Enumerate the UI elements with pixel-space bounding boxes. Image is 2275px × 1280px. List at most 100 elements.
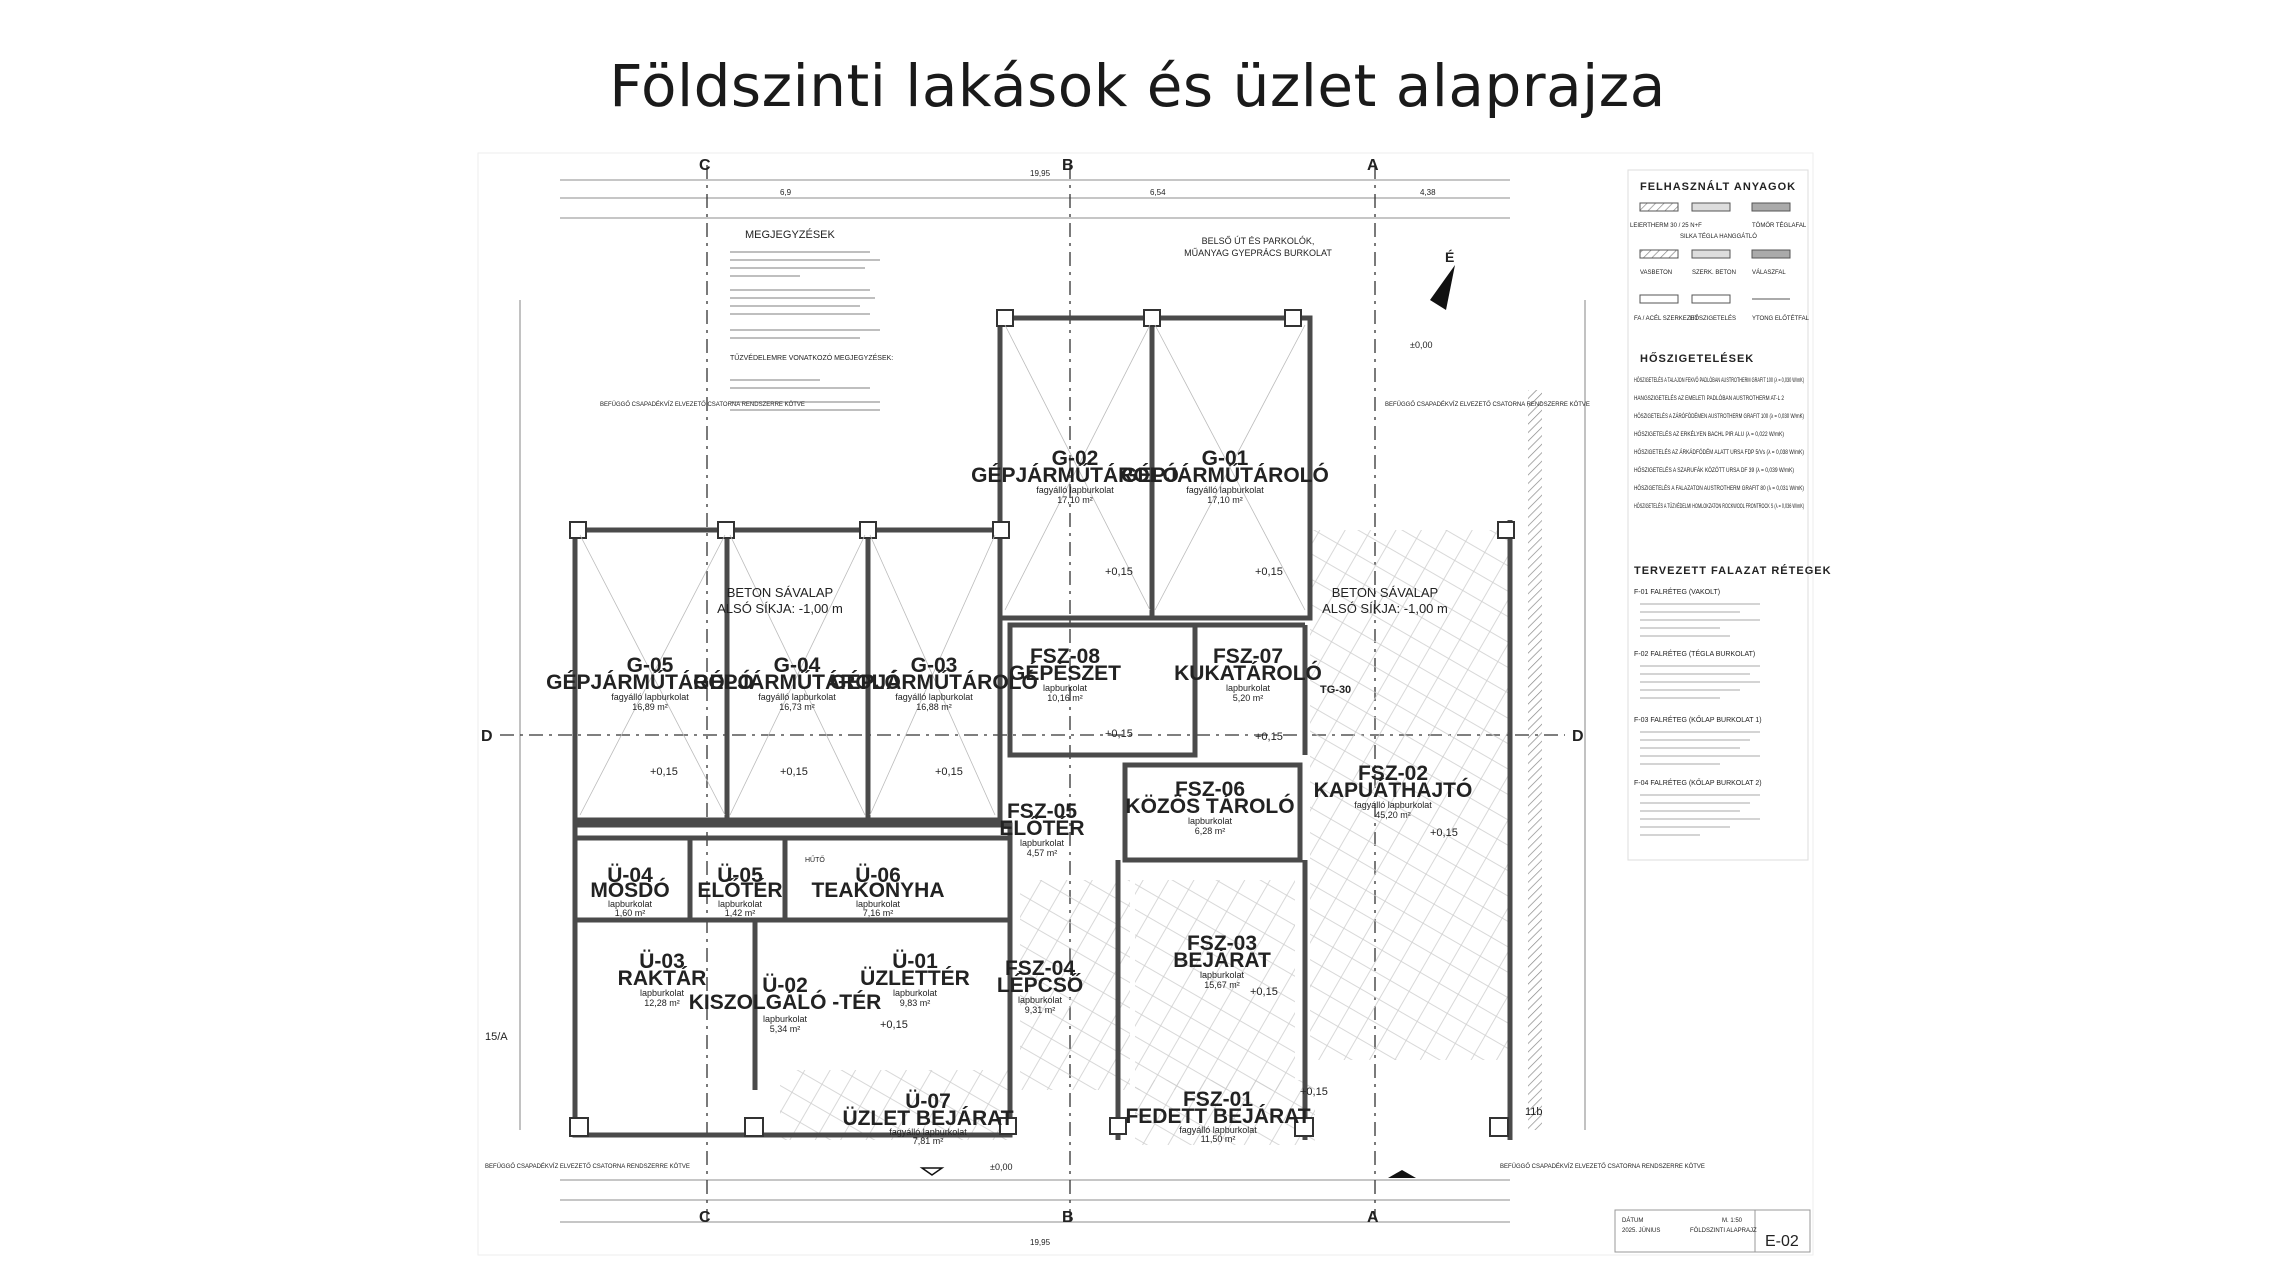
insulation-heading: HŐSZIGETELÉSEK [1640, 352, 1754, 365]
dim-bottom-total: 19,95 [1030, 1238, 1051, 1247]
room-code: Ü-02 [762, 974, 808, 997]
level-marker: +0,15 [1250, 986, 1278, 998]
level-marker: +0,15 [1105, 566, 1133, 578]
walls-heading: TERVEZETT FALAZAT RÉTEGEK [1634, 564, 1832, 577]
room-floor: lapburkolat [1226, 683, 1271, 693]
level-marker: +0,15 [1255, 566, 1283, 578]
notes-block: MEGJEGYZÉSEK TŰZVÉDELEMRE VONATKOZÓ MEGJ… [485, 228, 1705, 1172]
room-name: BEJÁRAT [1173, 949, 1271, 972]
room-area: 5,20 m² [1233, 693, 1264, 703]
insulation-item: HANGSZIGETELÉS AZ EMELETI PADLÓBAN AUSTR… [1634, 395, 1785, 402]
level-marker: +0,15 [1105, 728, 1133, 740]
foundation-labels: BETON SÁVALAP ALSÓ SÍKJA: -1,00 m BETON … [717, 585, 1448, 616]
room-floor: lapburkolat [856, 899, 901, 909]
room-floor: lapburkolat [640, 988, 685, 998]
wall-layer-item: F-02 FALRÉTEG (TÉGLA BURKOLAT) [1634, 649, 1755, 658]
entrance-markers [919, 1167, 1416, 1178]
room-floor: fagyálló lapburkolat [758, 692, 836, 702]
hutto-label: HŰTŐ [805, 855, 825, 864]
room-code: G-02 [1052, 447, 1099, 470]
room-floor: lapburkolat [893, 988, 938, 998]
room-code: FSZ-07 [1213, 645, 1283, 668]
wall-layer-item: F-04 FALRÉTEG (KŐLAP BURKOLAT 2) [1634, 778, 1762, 787]
gutter-note-left: BEFÜGGŐ CSAPADÉKVÍZ ELVEZETŐ CSATORNA RE… [600, 401, 805, 408]
room-floor: lapburkolat [718, 899, 763, 909]
room-name: ELŐTÉR [697, 879, 782, 902]
axis-labels: C B A C B A D D 15/A 11b [481, 157, 1584, 1226]
axis-label-d-left: D [481, 728, 493, 745]
room-floor: lapburkolat [608, 899, 653, 909]
room-area: 16,89 m² [632, 702, 668, 712]
material-label: SZERK. BETON [1692, 270, 1736, 276]
axis-label-b-bottom: B [1062, 1209, 1074, 1226]
tg-label: TG-30 [1320, 684, 1351, 696]
room-code: G-05 [627, 654, 674, 677]
insulation-item: HŐSZIGETELÉS AZ ERKÉLYEN BACHL PIR ALU (… [1634, 431, 1784, 438]
room-floor: fagyálló lapburkolat [1186, 485, 1264, 495]
insulation-item: HŐSZIGETELÉS A TŰZVÉDELMI HOMLOKZATON RO… [1634, 503, 1804, 510]
room-area: 4,57 m² [1027, 848, 1058, 858]
room-area: 17,10 m² [1207, 495, 1243, 505]
title-block-date-label: DÁTUM [1622, 1217, 1643, 1224]
walls [572, 315, 1513, 1140]
gutter-note-bottom-left: BEFÜGGŐ CSAPADÉKVÍZ ELVEZETŐ CSATORNA RE… [485, 1163, 690, 1170]
room-code: Ü-06 [855, 864, 901, 887]
room-area: 5,34 m² [770, 1024, 801, 1034]
room-floor: fagyálló lapburkolat [895, 692, 973, 702]
room-floor: fagyálló lapburkolat [1354, 800, 1432, 810]
notes-text-lines [730, 251, 880, 411]
material-label: LEIERTHERM 30 / 25 N+F [1630, 223, 1702, 229]
room-code: G-01 [1202, 447, 1249, 470]
axis-label-b-top: B [1062, 157, 1074, 174]
room-code: FSZ-05 [1007, 800, 1077, 823]
parking-note-1: BELSŐ ÚT ÉS PARKOLÓK, [1202, 236, 1315, 246]
dim-top-3: 4,38 [1420, 188, 1436, 197]
room-area: 10,16 m² [1047, 693, 1083, 703]
room-area: 16,88 m² [916, 702, 952, 712]
room-name: ÜZLET BEJÁRAT [842, 1107, 1013, 1130]
room-name: KAPUÁTHAJTÓ [1314, 778, 1473, 802]
title-block: DÁTUM 2025. JÚNIUS FÖLDSZINTI ALAPRAJZ M… [1614, 1209, 1811, 1253]
gutter-note-right: BEFÜGGŐ CSAPADÉKVÍZ ELVEZETŐ CSATORNA RE… [1385, 401, 1590, 408]
insulation-item: HŐSZIGETELÉS AZ ÁRKÁDFÖDÉM ALATT URSA FD… [1634, 449, 1804, 456]
side-label-left: 15/A [485, 1031, 508, 1043]
room-name: GÉPJÁRMŰTÁROLÓ [971, 463, 1179, 487]
drawing-frame [477, 152, 1814, 1256]
room-area: 6,28 m² [1195, 826, 1226, 836]
room-area: 1,60 m² [615, 908, 646, 918]
room-name: KISZOLGÁLÓ -TÉR [689, 990, 882, 1014]
material-label: HŐSZIGETELÉS [1690, 315, 1736, 322]
room-code: Ü-01 [892, 950, 938, 973]
foundation-left-1: BETON SÁVALAP [727, 585, 833, 600]
axis-label-d-right: D [1572, 728, 1584, 745]
room-area: 45,20 m² [1375, 810, 1411, 820]
room-name: GÉPJÁRMŰTÁROLÓ [830, 670, 1038, 694]
title-block-date: 2025. JÚNIUS [1622, 1227, 1660, 1234]
title-block-drawing: FÖLDSZINTI ALAPRAJZ [1690, 1227, 1757, 1234]
room-area: 9,83 m² [900, 998, 931, 1008]
insulation-item: HŐSZIGETELÉS A FALAZATON AUSTROTHERM GRA… [1634, 485, 1804, 492]
material-label: FA / ACÉL SZERKEZET [1634, 315, 1698, 322]
room-floor: lapburkolat [1043, 683, 1088, 693]
room-code: G-04 [774, 654, 821, 677]
notes-fire-heading: TŰZVÉDELEMRE VONATKOZÓ MEGJEGYZÉSEK: [730, 353, 893, 362]
material-label: VÁLASZFAL [1752, 269, 1786, 276]
level-marker: +0,15 [1255, 731, 1283, 743]
svg-text:É: É [1445, 249, 1454, 265]
room-code: Ü-03 [639, 950, 685, 973]
garage-crosses [579, 324, 1306, 816]
materials-heading: FELHASZNÁLT ANYAGOK [1640, 180, 1796, 193]
material-label: YTONG ELŐTÉTFAL [1752, 315, 1810, 322]
room-name: GÉPJÁRMŰTÁROLÓ [1121, 463, 1329, 487]
